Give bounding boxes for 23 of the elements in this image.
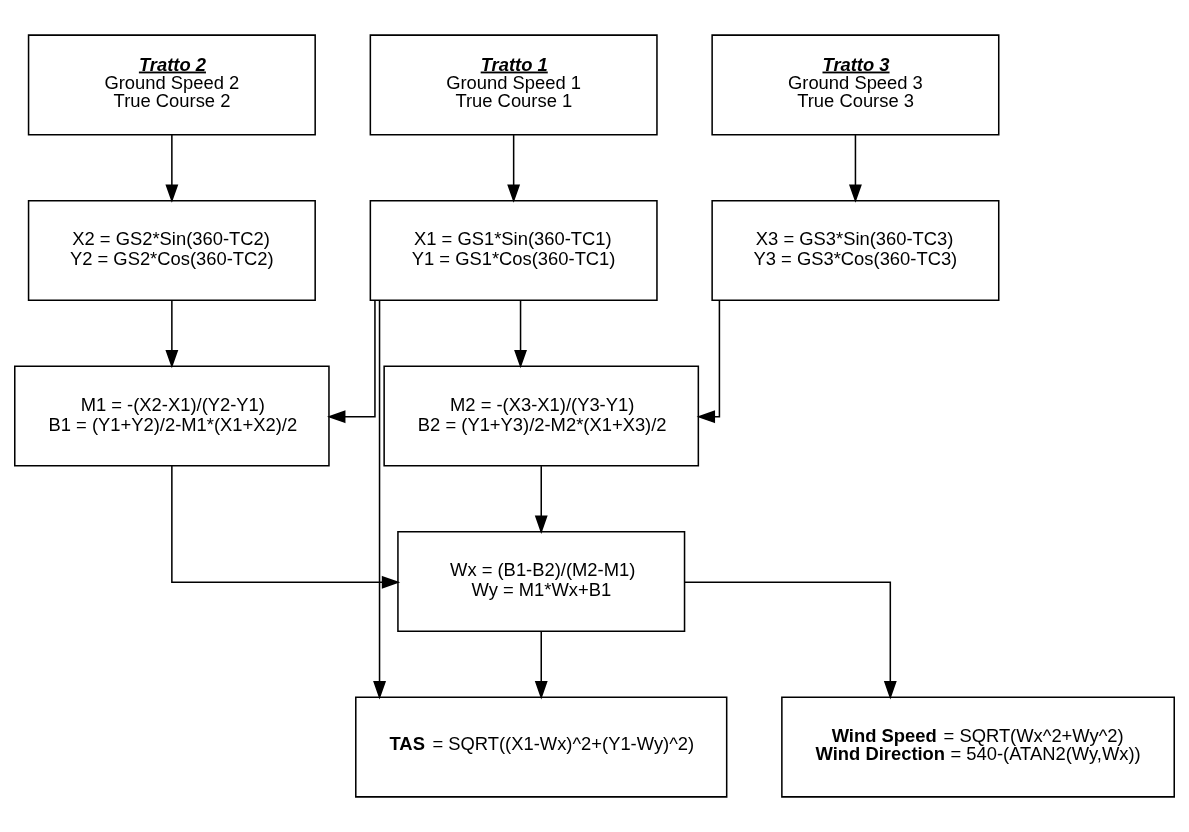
arrow xyxy=(507,134,521,203)
node-box: X1 = GS1*Sin(360-TC1) Y1 = GS1*Cos(360-TC1) xyxy=(369,199,658,302)
arrow xyxy=(373,299,386,700)
node-box: M2 = -(X3-X1)/(Y3-Y1) B2 = (Y1+Y3)/2-M2*(X1+X3)/2 xyxy=(383,365,700,467)
arrow xyxy=(327,299,376,424)
node-box: M1 = -(X2-X1)/(Y2-Y1) B1 = (Y1+Y2)/2-M1*(X1+X2)/2 xyxy=(14,365,330,467)
arrow xyxy=(534,465,548,534)
node-box: X2 = GS2*Sin(360-TC2) Y2 = GS2*Cos(360-TC2) xyxy=(27,199,316,302)
arrow xyxy=(696,299,721,424)
node-box: Tratto 1 Ground Speed 1 True Course 1 xyxy=(369,34,658,136)
arrow xyxy=(683,581,897,700)
arrow xyxy=(534,630,548,700)
node-box: Tratto 2 Ground Speed 2 True Course 2 xyxy=(27,34,316,136)
arrow xyxy=(165,134,179,203)
arrow xyxy=(514,299,527,369)
node-box: X3 = GS3*Sin(360-TC3) Y3 = GS3*Cos(360-TC3) xyxy=(711,199,1000,302)
node-box: Tratto 3 Ground Speed 3 True Course 3 xyxy=(711,34,1000,136)
node-box: TAS = SQRT((X1-Wx)^2+(Y1-Wy)^2) xyxy=(355,696,728,798)
arrow xyxy=(171,465,401,589)
arrow xyxy=(849,134,862,203)
node-box: Wx = (B1-B2)/(M2-M1) Wy = M1*Wx+B1 xyxy=(397,530,686,633)
node-box: Wind Speed = SQRT(Wx^2+Wy^2) Wind Direction = 540-(ATAN2(Wy,Wx)) xyxy=(781,696,1175,798)
arrow xyxy=(165,299,179,369)
